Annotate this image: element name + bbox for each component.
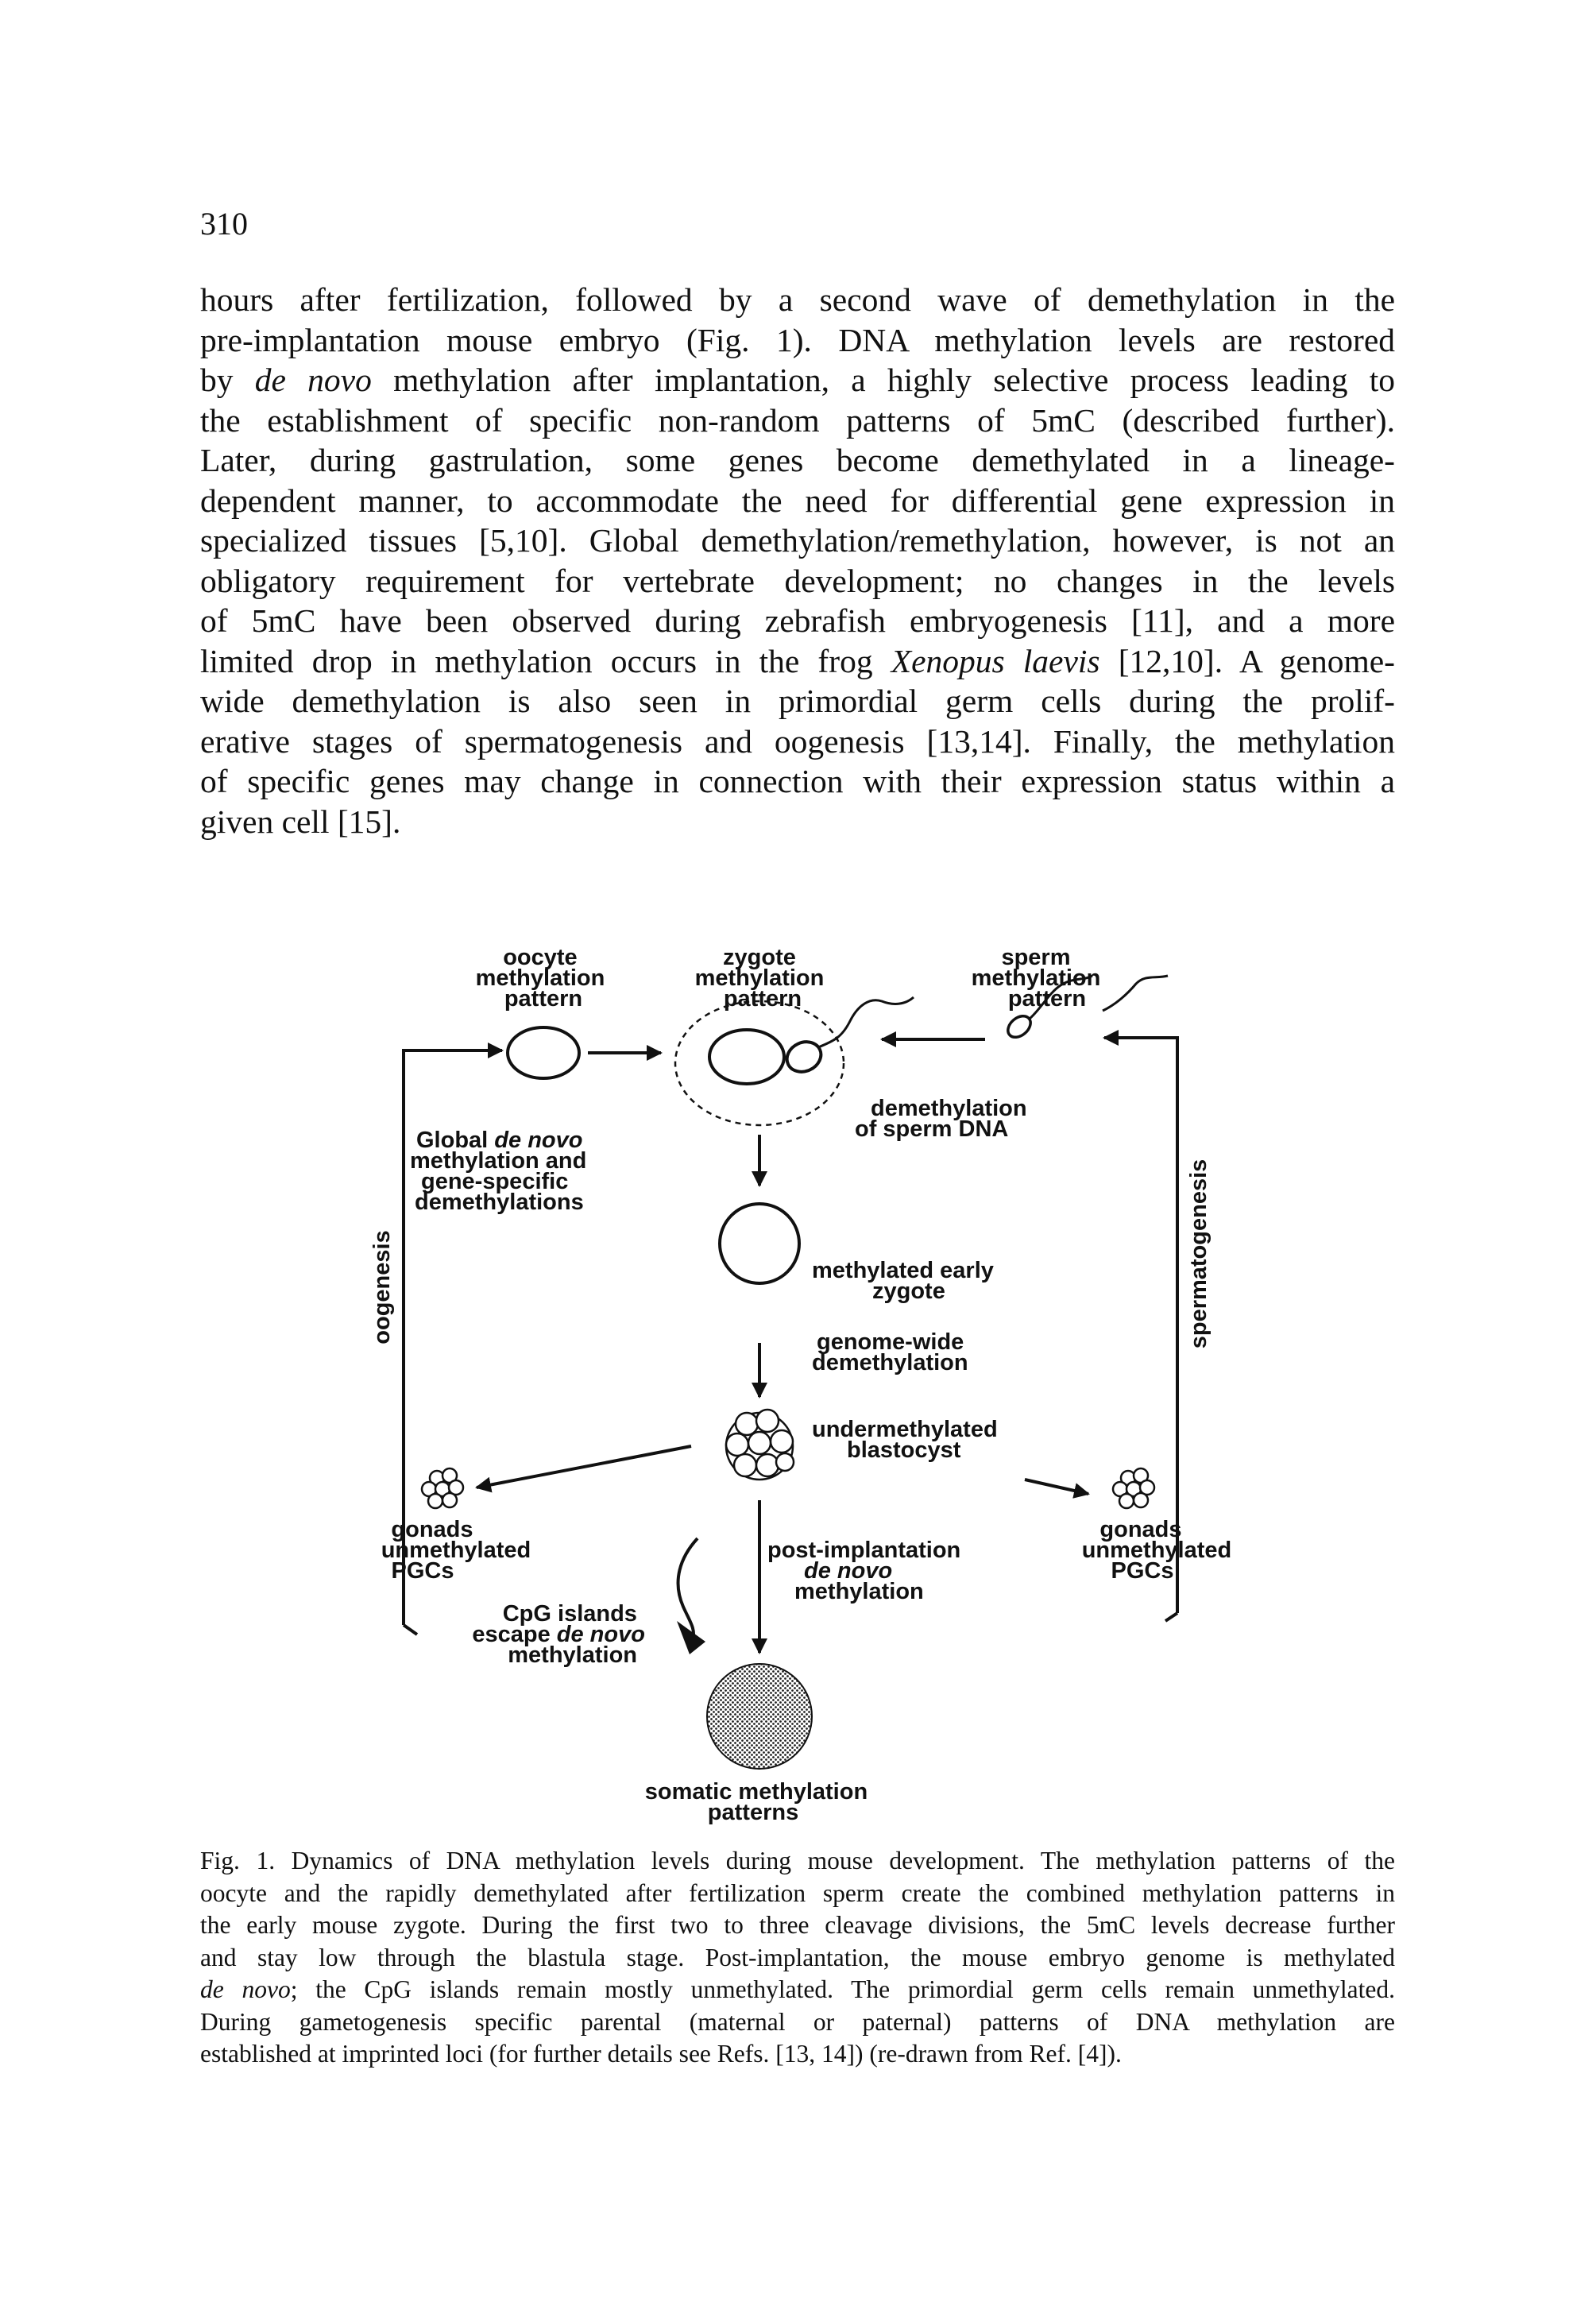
body-line: hours after fertilization, followed by a…	[200, 281, 1395, 318]
left-gonads-label: gonads unmethylated PGCs	[381, 1517, 538, 1584]
body-line: given cell [15].	[200, 803, 401, 840]
body-line: wide demethylation is also seen in primo…	[200, 683, 1395, 719]
oocyte-cell	[506, 1026, 581, 1080]
cpg-escape-arrowhead	[677, 1621, 705, 1654]
caption-line: oocyte and the rapidly demethylated afte…	[200, 1878, 1395, 1907]
somatic-methylation-label: somatic methylation patterns	[645, 1779, 874, 1825]
body-line: the establishment of specific non-random…	[200, 401, 1395, 439]
zygote-paternal-pronucleus	[785, 1040, 823, 1074]
body-paragraph: hours after fertilization, followed by a…	[200, 280, 1395, 841]
sperm-tail-1	[1029, 974, 1093, 1020]
body-line: Later, during gastrulation, some genes b…	[200, 442, 1395, 478]
body-line: obligatory requirement for vertebrate de…	[200, 562, 1395, 599]
post-implantation-label: post-implantation de novo methylation	[767, 1538, 967, 1604]
caption-line: the early mouse zygote. During the first…	[200, 1911, 1395, 1939]
spermatogenesis-loop-end	[1164, 1611, 1179, 1623]
genome-wide-label: genome-wide demethylation	[812, 1329, 970, 1375]
oogenesis-label: oogenesis	[369, 1230, 395, 1344]
oocyte-label: oocyte methylation pattern	[476, 945, 612, 1012]
spermatogenesis-label: spermatogenesis	[1186, 1159, 1211, 1349]
body-line: pre-implantation mouse embryo (Fig. 1). …	[200, 321, 1395, 358]
global-de-novo-label: Global de novo methylation and gene-spec…	[410, 1128, 593, 1215]
zygote-sperm-tail	[817, 996, 915, 1049]
cpg-islands-label: CpG islands escape de novo methylation	[472, 1601, 651, 1668]
caption-line: Fig. 1. Dynamics of DNA methylation leve…	[200, 1847, 1395, 1874]
sperm-head-1	[1007, 1014, 1032, 1039]
blastocyst-label: undermethylated blastocyst	[812, 1417, 1004, 1463]
body-line: of 5mC have been observed during zebrafi…	[200, 602, 1395, 639]
figure-caption: Fig. 1. Dynamics of DNA methylation leve…	[200, 1845, 1395, 2071]
left-gonads-pgcs	[420, 1467, 465, 1510]
figure-methylation-dynamics: oocyte methylation pattern zygote methyl…	[0, 922, 1596, 1828]
caption-line: During gametogenesis specific parental (…	[200, 2007, 1395, 2036]
body-line: specialized tissues [5,10]. Global demet…	[200, 522, 1395, 559]
methylated-early-zygote-label: methylated early zygote	[812, 1258, 1000, 1304]
right-gonads-pgcs	[1111, 1467, 1156, 1510]
body-line: dependent manner, to accommodate the nee…	[200, 482, 1395, 519]
methylated-early-zygote	[718, 1202, 801, 1285]
blastocyst-to-left-gonads-arrow	[475, 1445, 692, 1493]
right-gonads-label: gonads unmethylated PGCs	[1082, 1517, 1239, 1584]
body-line: of specific genes may change in connecti…	[200, 763, 1395, 799]
body-line: by de novo methylation after implantatio…	[200, 362, 1395, 398]
oogenesis-loop-arrow	[402, 1043, 504, 1625]
oogenesis-loop-end	[402, 1623, 419, 1636]
somatic-embryo	[706, 1663, 813, 1770]
sperm-tail-2	[1102, 974, 1169, 1012]
caption-line: and stay low through the blastula stage.…	[200, 1943, 1395, 1971]
figure-diagram: oocyte methylation pattern zygote methyl…	[369, 945, 1239, 1825]
zygote-dashed-boundary	[674, 1000, 845, 1127]
blastocyst-to-right-gonads-arrow	[1024, 1478, 1090, 1499]
zygote-maternal-pronucleus	[708, 1028, 786, 1085]
demethylation-sperm-label: demethylation of sperm DNA	[855, 1096, 1034, 1142]
caption-line: established at imprinted loci (for furth…	[200, 2040, 1122, 2068]
caption-line: de novo; the CpG islands remain mostly u…	[200, 1975, 1396, 2003]
body-line: limited drop in methylation occurs in th…	[200, 642, 1395, 679]
page-number: 310	[200, 206, 248, 242]
zygote-label: zygote methylation pattern	[695, 945, 831, 1012]
body-line: erative stages of spermatogenesis and oo…	[200, 722, 1395, 760]
undermethylated-blastocyst	[725, 1408, 795, 1481]
spermatogenesis-loop-arrow	[1103, 1030, 1179, 1613]
cpg-escape-curve	[676, 1537, 699, 1641]
